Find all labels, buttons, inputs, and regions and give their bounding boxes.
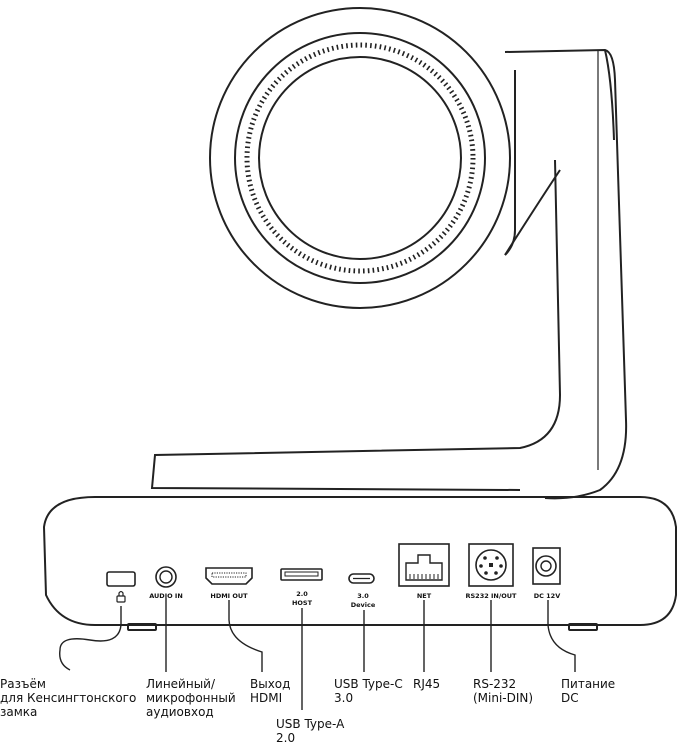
usb-c-port-label-2: Device xyxy=(351,601,376,609)
net-port-label: NET xyxy=(417,592,432,600)
callout-hdmi: Выход HDMI xyxy=(250,677,291,705)
rj45-port xyxy=(405,554,443,581)
lens-outer-ring xyxy=(209,7,511,309)
hdmi-port-pins xyxy=(211,572,247,578)
lens-middle-ring xyxy=(234,32,486,284)
dc-jack-inner xyxy=(540,560,552,572)
callout-usb-c: USB Type-C 3.0 xyxy=(334,677,403,705)
rs232-frame xyxy=(468,543,514,587)
rs232-port-label: RS232 IN/OUT xyxy=(466,592,518,600)
audio-in-port-label: AUDIO IN xyxy=(149,592,183,600)
base-body xyxy=(42,496,677,626)
base-foot-left xyxy=(127,623,157,631)
usb-c-port-label-1: 3.0 xyxy=(357,592,369,600)
audio-jack-inner xyxy=(159,570,173,584)
leader-power xyxy=(547,600,576,672)
leader-kensington xyxy=(59,606,122,671)
callout-rs232: RS-232 (Mini-DIN) xyxy=(473,677,534,705)
usb-c-port xyxy=(348,573,375,584)
callout-rj45: RJ45 xyxy=(413,677,441,691)
usb-a-port-label-2: HOST xyxy=(292,599,313,607)
mini-din-pins xyxy=(479,556,503,575)
leader-hdmi xyxy=(228,600,263,672)
dc-jack-outer xyxy=(535,555,557,577)
rj45-contacts xyxy=(409,574,439,579)
hdmi-out-port-label: HDMI OUT xyxy=(210,592,248,600)
lens-grip-ring xyxy=(244,42,476,274)
hdmi-port xyxy=(205,567,253,585)
callout-audio: Линейный/ микрофонный аудиовход xyxy=(146,677,236,719)
audio-jack-outer xyxy=(155,566,177,588)
leader-lines xyxy=(59,598,576,710)
lens-inner-ring xyxy=(258,56,462,260)
usb-a-port-label-1: 2.0 xyxy=(296,590,308,598)
base-foot-right xyxy=(568,623,598,631)
callout-power: Питание DC xyxy=(561,677,616,705)
usb-a-port xyxy=(280,568,323,581)
yoke-arm-curve xyxy=(504,169,561,256)
padlock-icon xyxy=(116,590,126,603)
yoke-arm-outer xyxy=(150,159,562,491)
camera-base xyxy=(42,496,677,631)
callout-usb-a: USB Type-A 2.0 xyxy=(276,717,345,745)
dc-port-label: DC 12V xyxy=(534,592,561,600)
head-side-housing xyxy=(504,48,628,500)
head-side-edge xyxy=(604,49,615,141)
mini-din-port xyxy=(475,549,507,581)
dc-frame xyxy=(532,547,561,585)
kensington-slot xyxy=(106,571,136,587)
rj45-frame xyxy=(398,543,450,587)
camera-head xyxy=(150,7,628,500)
usb-a-port-tongue xyxy=(284,571,319,577)
callout-kensington: Разъём для Кенсингтонского замка xyxy=(0,677,137,719)
